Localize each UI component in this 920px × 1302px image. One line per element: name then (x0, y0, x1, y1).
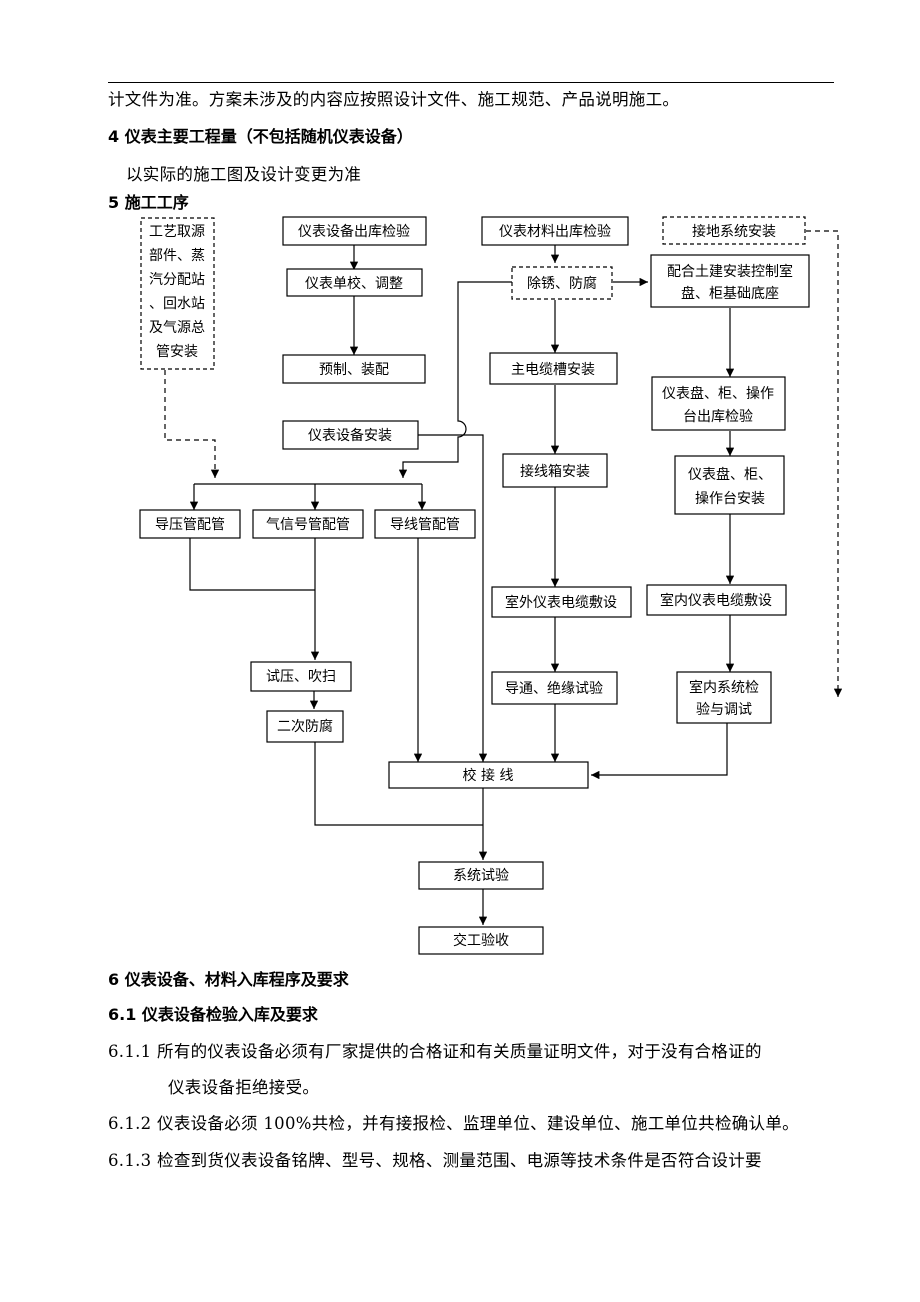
section-6-heading: 6 仪表设备、材料入库程序及要求 (108, 970, 349, 989)
label-pneumatic-pipe: 气信号管配管 (266, 517, 350, 533)
box-secondary-anticorrosion (266, 710, 344, 743)
label-process-source-6: 管安装 (156, 344, 198, 360)
label-continuity-test: 导通、绝缘试验 (505, 681, 603, 697)
box-wiring-check (388, 761, 589, 789)
label-indoor-system-test-2: 验与调试 (696, 702, 752, 718)
label-wiring-check: 校 接 线 (463, 767, 514, 784)
label-equip-outbound: 仪表设备出库检验 (298, 223, 410, 240)
box-pneumatic-pipe (252, 509, 364, 539)
label-prefab: 预制、装配 (319, 362, 389, 378)
label-handover: 交工验收 (453, 932, 509, 949)
label-calibration: 仪表单校、调整 (305, 275, 403, 292)
label-junction-box: 接线箱安装 (520, 463, 590, 480)
label-process-source-1: 工艺取源 (149, 224, 205, 240)
box-junction-box (502, 453, 608, 488)
box-calibration (286, 268, 423, 297)
item-text: 所有的仪表设备必须有厂家提供的合格证和有关质量证明文件，对于没有合格证的 (157, 1042, 762, 1061)
label-indoor-cable: 室内仪表电缆敷设 (660, 592, 772, 609)
item-6-1-1-continuation: 仪表设备拒绝接受。 (168, 1078, 320, 1097)
label-panel-install-1: 仪表盘、柜、 (688, 466, 772, 483)
label-main-trunking: 主电缆槽安装 (511, 362, 595, 378)
box-equip-install (282, 420, 419, 450)
box-indoor-system-test (676, 671, 772, 724)
box-panel-install (674, 455, 785, 515)
label-indoor-system-test-1: 室内系统检 (689, 679, 759, 696)
box-impulse-pipe (139, 509, 241, 539)
item-6-1-3: 6.1.3 检查到货仪表设备铭牌、型号、规格、测量范围、电源等技术条件是否符合设… (108, 1151, 762, 1171)
label-civil-coop-2: 盘、柜基础底座 (681, 285, 779, 302)
label-panel-outbound-2: 台出库检验 (683, 409, 753, 425)
label-secondary-anticorrosion: 二次防腐 (277, 718, 333, 735)
item-number: 6.1.2 (108, 1114, 152, 1133)
item-number: 6.1.1 (108, 1042, 152, 1061)
section-4-heading: 4 仪表主要工程量（不包括随机仪表设备） (108, 127, 413, 146)
label-process-source-5: 及气源总 (149, 320, 205, 336)
box-derust (511, 266, 613, 300)
box-outdoor-cable (491, 586, 632, 618)
box-equip-outbound (282, 216, 427, 246)
intro-line: 计文件为准。方案未涉及的内容应按照设计文件、施工规范、产品说明施工。 (108, 90, 680, 109)
label-process-source-2: 部件、蒸 (149, 248, 205, 264)
section-4-body: 以实际的施工图及设计变更为准 (126, 165, 362, 184)
label-pressure-test: 试压、吹扫 (266, 669, 336, 685)
flow-connectors (164, 230, 843, 925)
box-indoor-cable (646, 584, 787, 616)
label-process-source-4: 、回水站 (149, 296, 205, 312)
section-6-1-heading: 6.1 仪表设备检验入库及要求 (108, 1005, 318, 1024)
section-5-heading: 5 施工工序 (108, 193, 189, 212)
box-continuity-test (491, 671, 618, 705)
box-process-source (140, 217, 215, 370)
label-system-test: 系统试验 (453, 868, 509, 884)
box-grounding (662, 216, 806, 245)
header-rule (108, 82, 834, 83)
item-number: 6.1.3 (108, 1151, 152, 1170)
label-derust: 除锈、防腐 (527, 275, 597, 292)
label-grounding: 接地系统安装 (692, 223, 776, 240)
box-pressure-test (250, 661, 352, 692)
label-outdoor-cable: 室外仪表电缆敷设 (505, 594, 617, 611)
box-panel-outbound (651, 376, 786, 431)
item-6-1-1: 6.1.1 所有的仪表设备必须有厂家提供的合格证和有关质量证明文件，对于没有合格… (108, 1042, 762, 1062)
label-panel-outbound-1: 仪表盘、柜、操作 (662, 385, 774, 402)
item-text: 检查到货仪表设备铭牌、型号、规格、测量范围、电源等技术条件是否符合设计要 (157, 1151, 762, 1170)
box-material-outbound (481, 216, 629, 246)
box-main-trunking (489, 352, 618, 385)
box-civil-coop (650, 254, 810, 308)
label-impulse-pipe: 导压管配管 (155, 517, 225, 533)
label-material-outbound: 仪表材料出库检验 (499, 224, 611, 240)
box-handover (418, 926, 544, 955)
item-6-1-2: 6.1.2 仪表设备必须 100%共检，并有接报检、监理单位、建设单位、施工单位… (108, 1114, 799, 1134)
label-process-source-3: 汽分配站 (149, 272, 205, 288)
label-panel-install-2: 操作台安装 (695, 491, 765, 507)
box-prefab (282, 354, 426, 384)
box-conduit (374, 509, 476, 539)
item-text: 仪表设备必须 100%共检，并有接报检、监理单位、建设单位、施工单位共检确认单。 (157, 1114, 799, 1133)
label-civil-coop-1: 配合土建安装控制室 (667, 263, 793, 280)
label-conduit: 导线管配管 (390, 517, 460, 533)
box-system-test (418, 861, 544, 890)
label-equip-install: 仪表设备安装 (308, 427, 392, 444)
